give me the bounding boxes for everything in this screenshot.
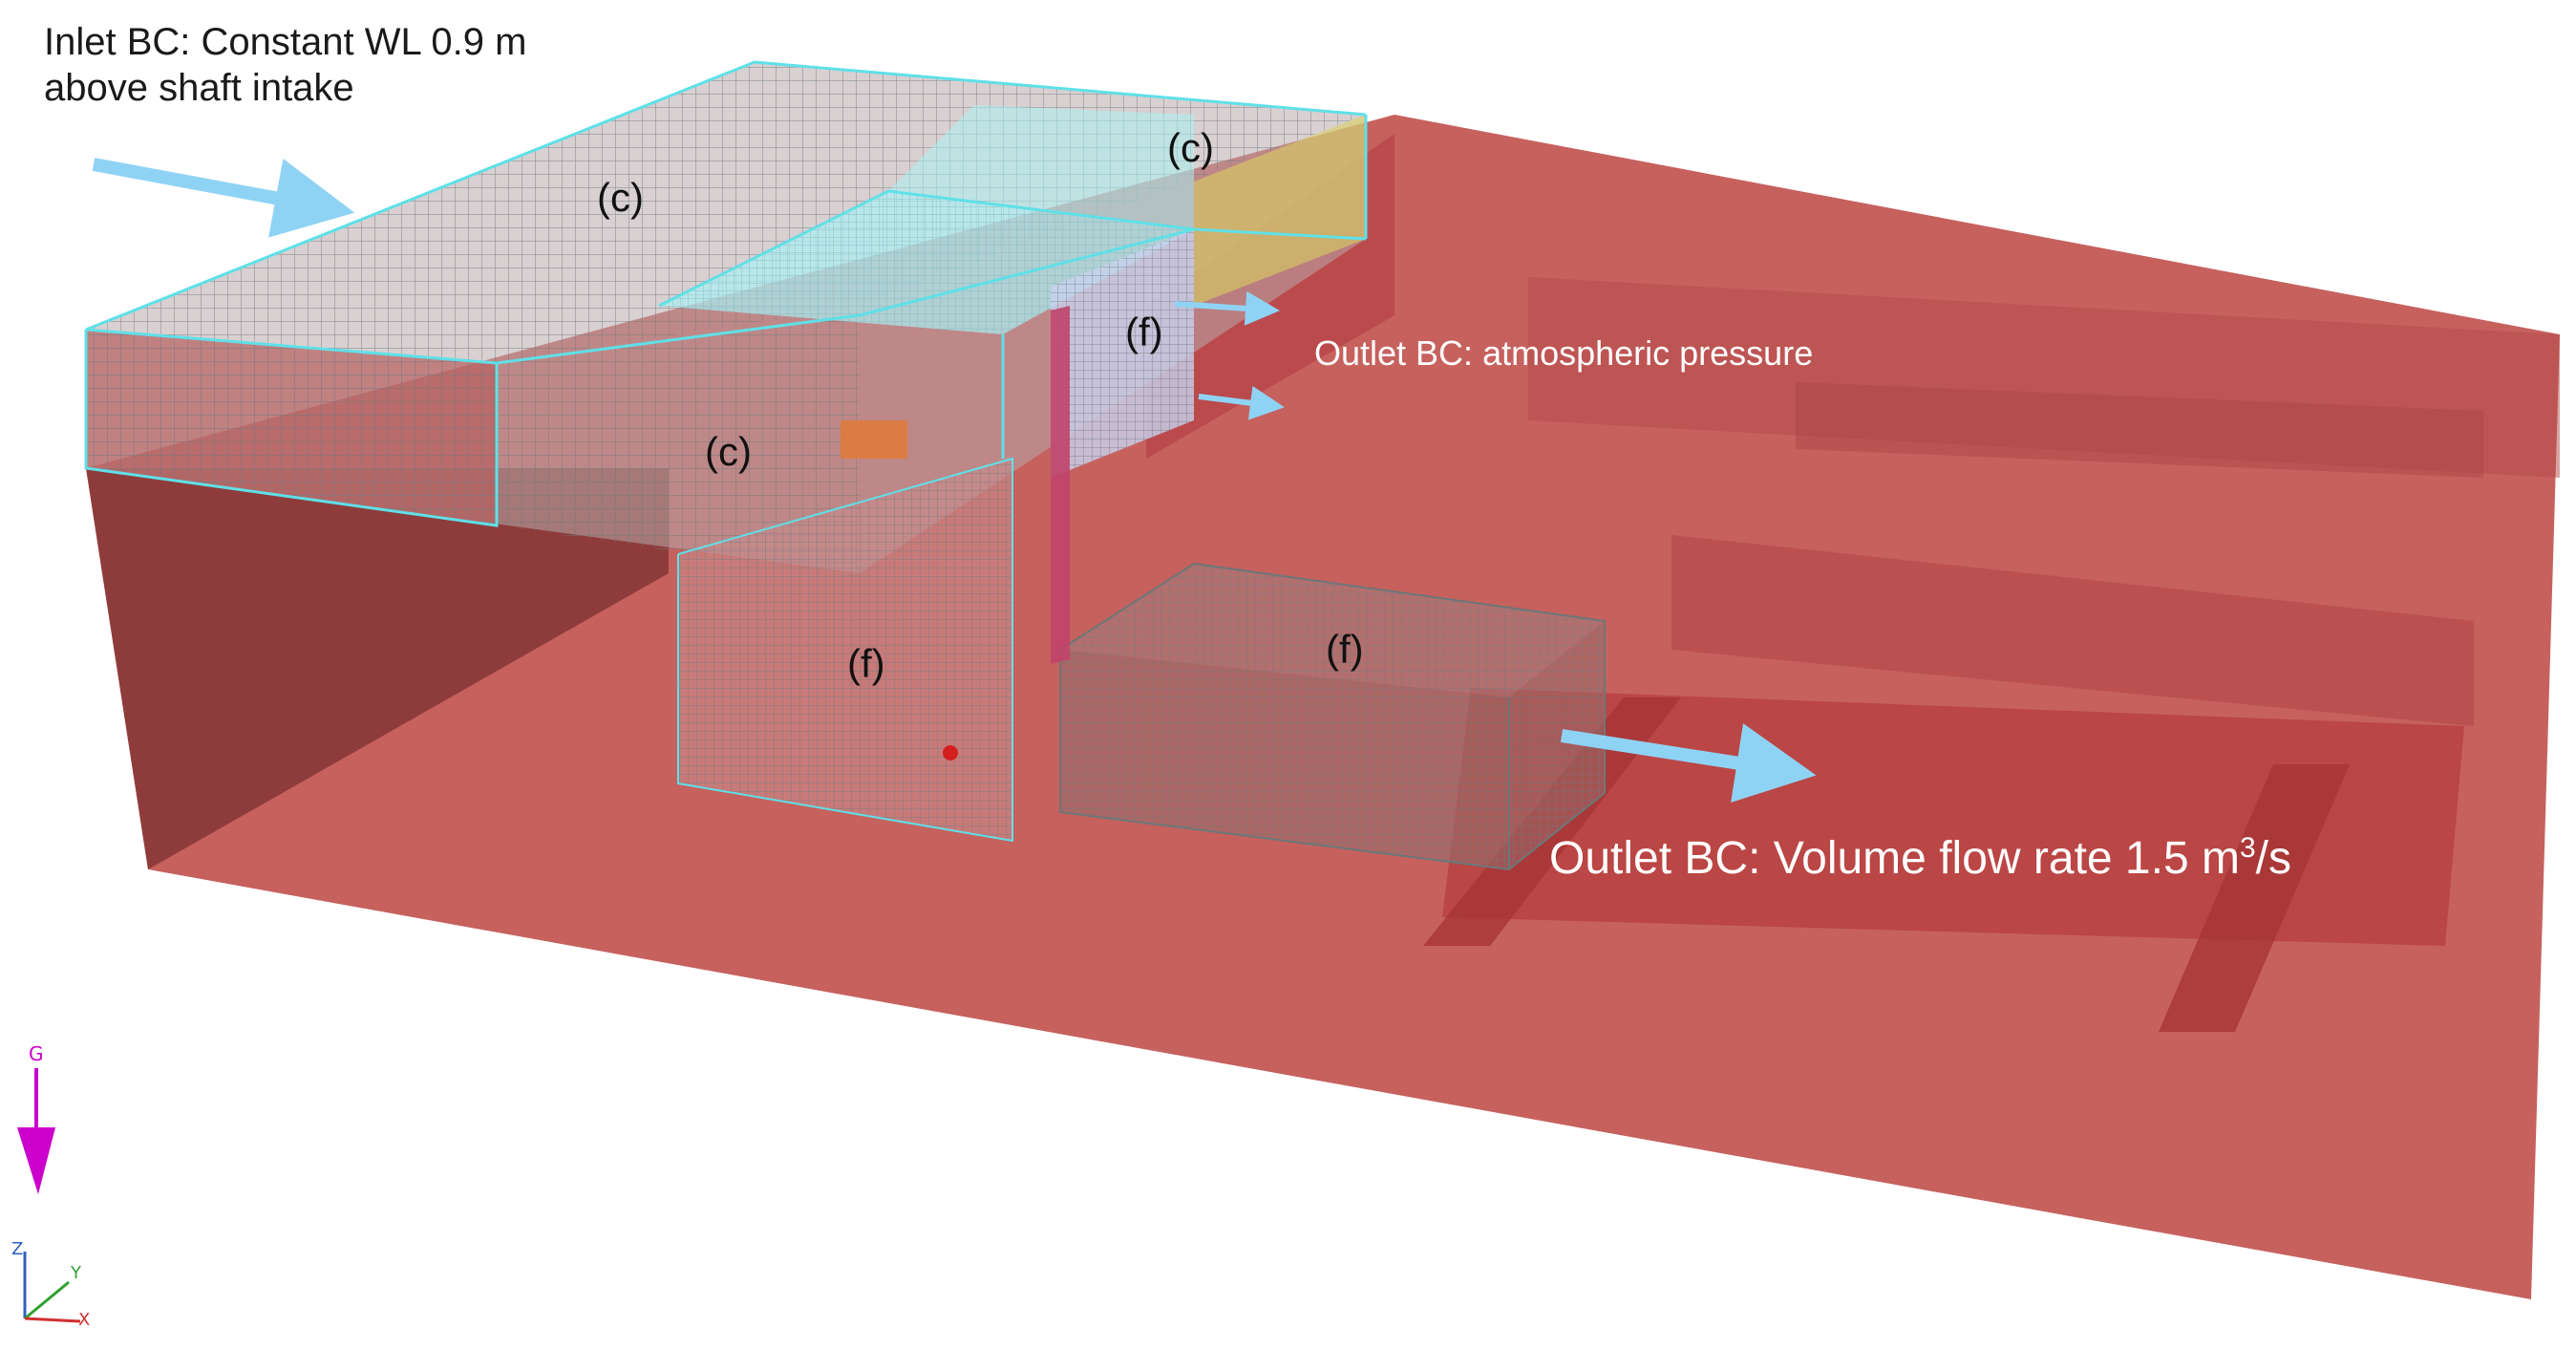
outlet-volume-label: Outlet BC: Volume flow rate 1.5 m3/s — [1549, 831, 2291, 887]
z-axis-label: Z — [11, 1239, 23, 1259]
outlet-volume-arrow — [1560, 723, 1817, 804]
mesh-zone-label: (f) — [847, 641, 885, 686]
inlet-arrow — [92, 158, 355, 238]
gravity-axis-label: G — [29, 1042, 44, 1065]
mesh-zone-label: (f) — [1125, 310, 1163, 354]
inlet-bc-label: Inlet BC: Constant WL 0.9 m above shaft … — [44, 19, 526, 111]
mesh-upper-deck — [84, 60, 1368, 578]
outlet-volume-superscript: 3 — [2239, 832, 2256, 864]
mesh-zone-label: (f) — [1326, 627, 1364, 672]
outlet-atmospheric-label: Outlet BC: atmospheric pressure — [1314, 333, 1814, 373]
inlet-bc-line-2: above shaft intake — [44, 67, 354, 109]
mesh-shaft-block — [677, 457, 1013, 843]
outlet-atmospheric-arrows — [1174, 290, 1285, 420]
mesh-zone-label: (c) — [597, 175, 644, 220]
x-axis-label: X — [78, 1310, 90, 1330]
outlet-volume-unit: /s — [2255, 833, 2292, 884]
mesh-zone-label: (c) — [1167, 125, 1214, 170]
mesh-outlet-conduit — [1051, 306, 1606, 871]
inlet-bc-line-1: Inlet BC: Constant WL 0.9 m — [44, 21, 527, 63]
gravity-icon: G — [17, 1042, 55, 1194]
outlet-volume-text: Outlet BC: Volume flow rate 1.5 m — [1549, 833, 2240, 884]
axis-triad-icon: Z Y X — [11, 1239, 90, 1330]
mesh-zone-label: (c) — [705, 429, 752, 474]
y-axis-label: Y — [70, 1263, 82, 1283]
